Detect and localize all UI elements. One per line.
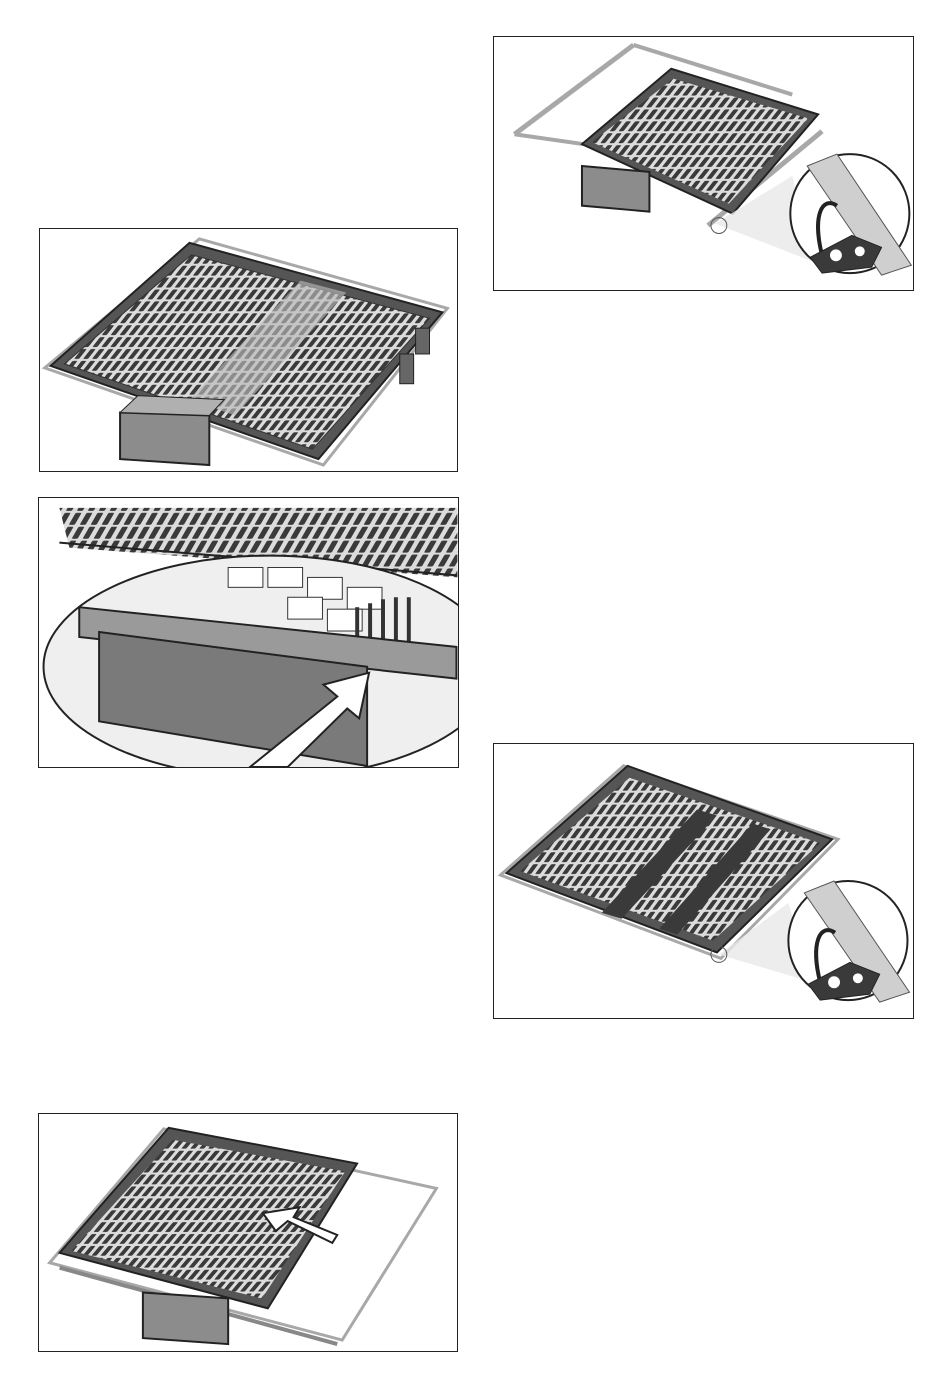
tray-illustration — [40, 229, 457, 471]
tray-handle — [120, 396, 224, 465]
tray-handle — [143, 1292, 228, 1344]
slide-in-illustration — [39, 1114, 457, 1351]
rail-clip-retracted-illustration — [494, 744, 913, 1018]
figure-rail-clip-extended — [493, 36, 914, 291]
latch-illustration — [39, 498, 458, 767]
magnifier-callout-icon — [44, 556, 458, 767]
rail-clip-extended-illustration — [494, 37, 913, 290]
figure-tray-slide-in — [38, 1113, 458, 1352]
figure-rail-clip-retracted — [493, 743, 914, 1019]
tray-handle — [582, 166, 649, 212]
magnifier-callout-icon — [790, 154, 911, 275]
magnifier-callout-icon — [788, 881, 909, 1002]
figure-tray-top-view — [39, 228, 458, 472]
figure-tray-latch-detail — [38, 497, 459, 768]
